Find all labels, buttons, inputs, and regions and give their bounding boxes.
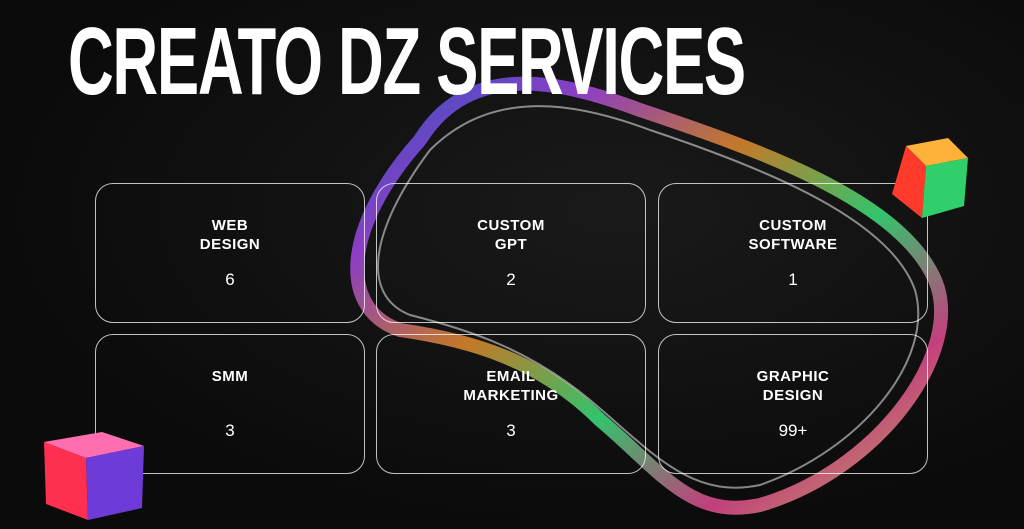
page-title: CREATO DZ SERVICES <box>68 8 746 115</box>
service-count: 3 <box>506 421 516 440</box>
service-count: 3 <box>225 421 235 440</box>
service-count: 2 <box>506 270 516 289</box>
service-count: 1 <box>788 270 798 289</box>
service-count: 99+ <box>778 421 808 440</box>
cube-icon <box>44 432 144 520</box>
service-count: 6 <box>225 270 235 289</box>
service-card-smm[interactable]: SMM 3 <box>95 334 365 474</box>
cube-icon <box>892 138 968 218</box>
service-name: SMM <box>211 368 249 385</box>
